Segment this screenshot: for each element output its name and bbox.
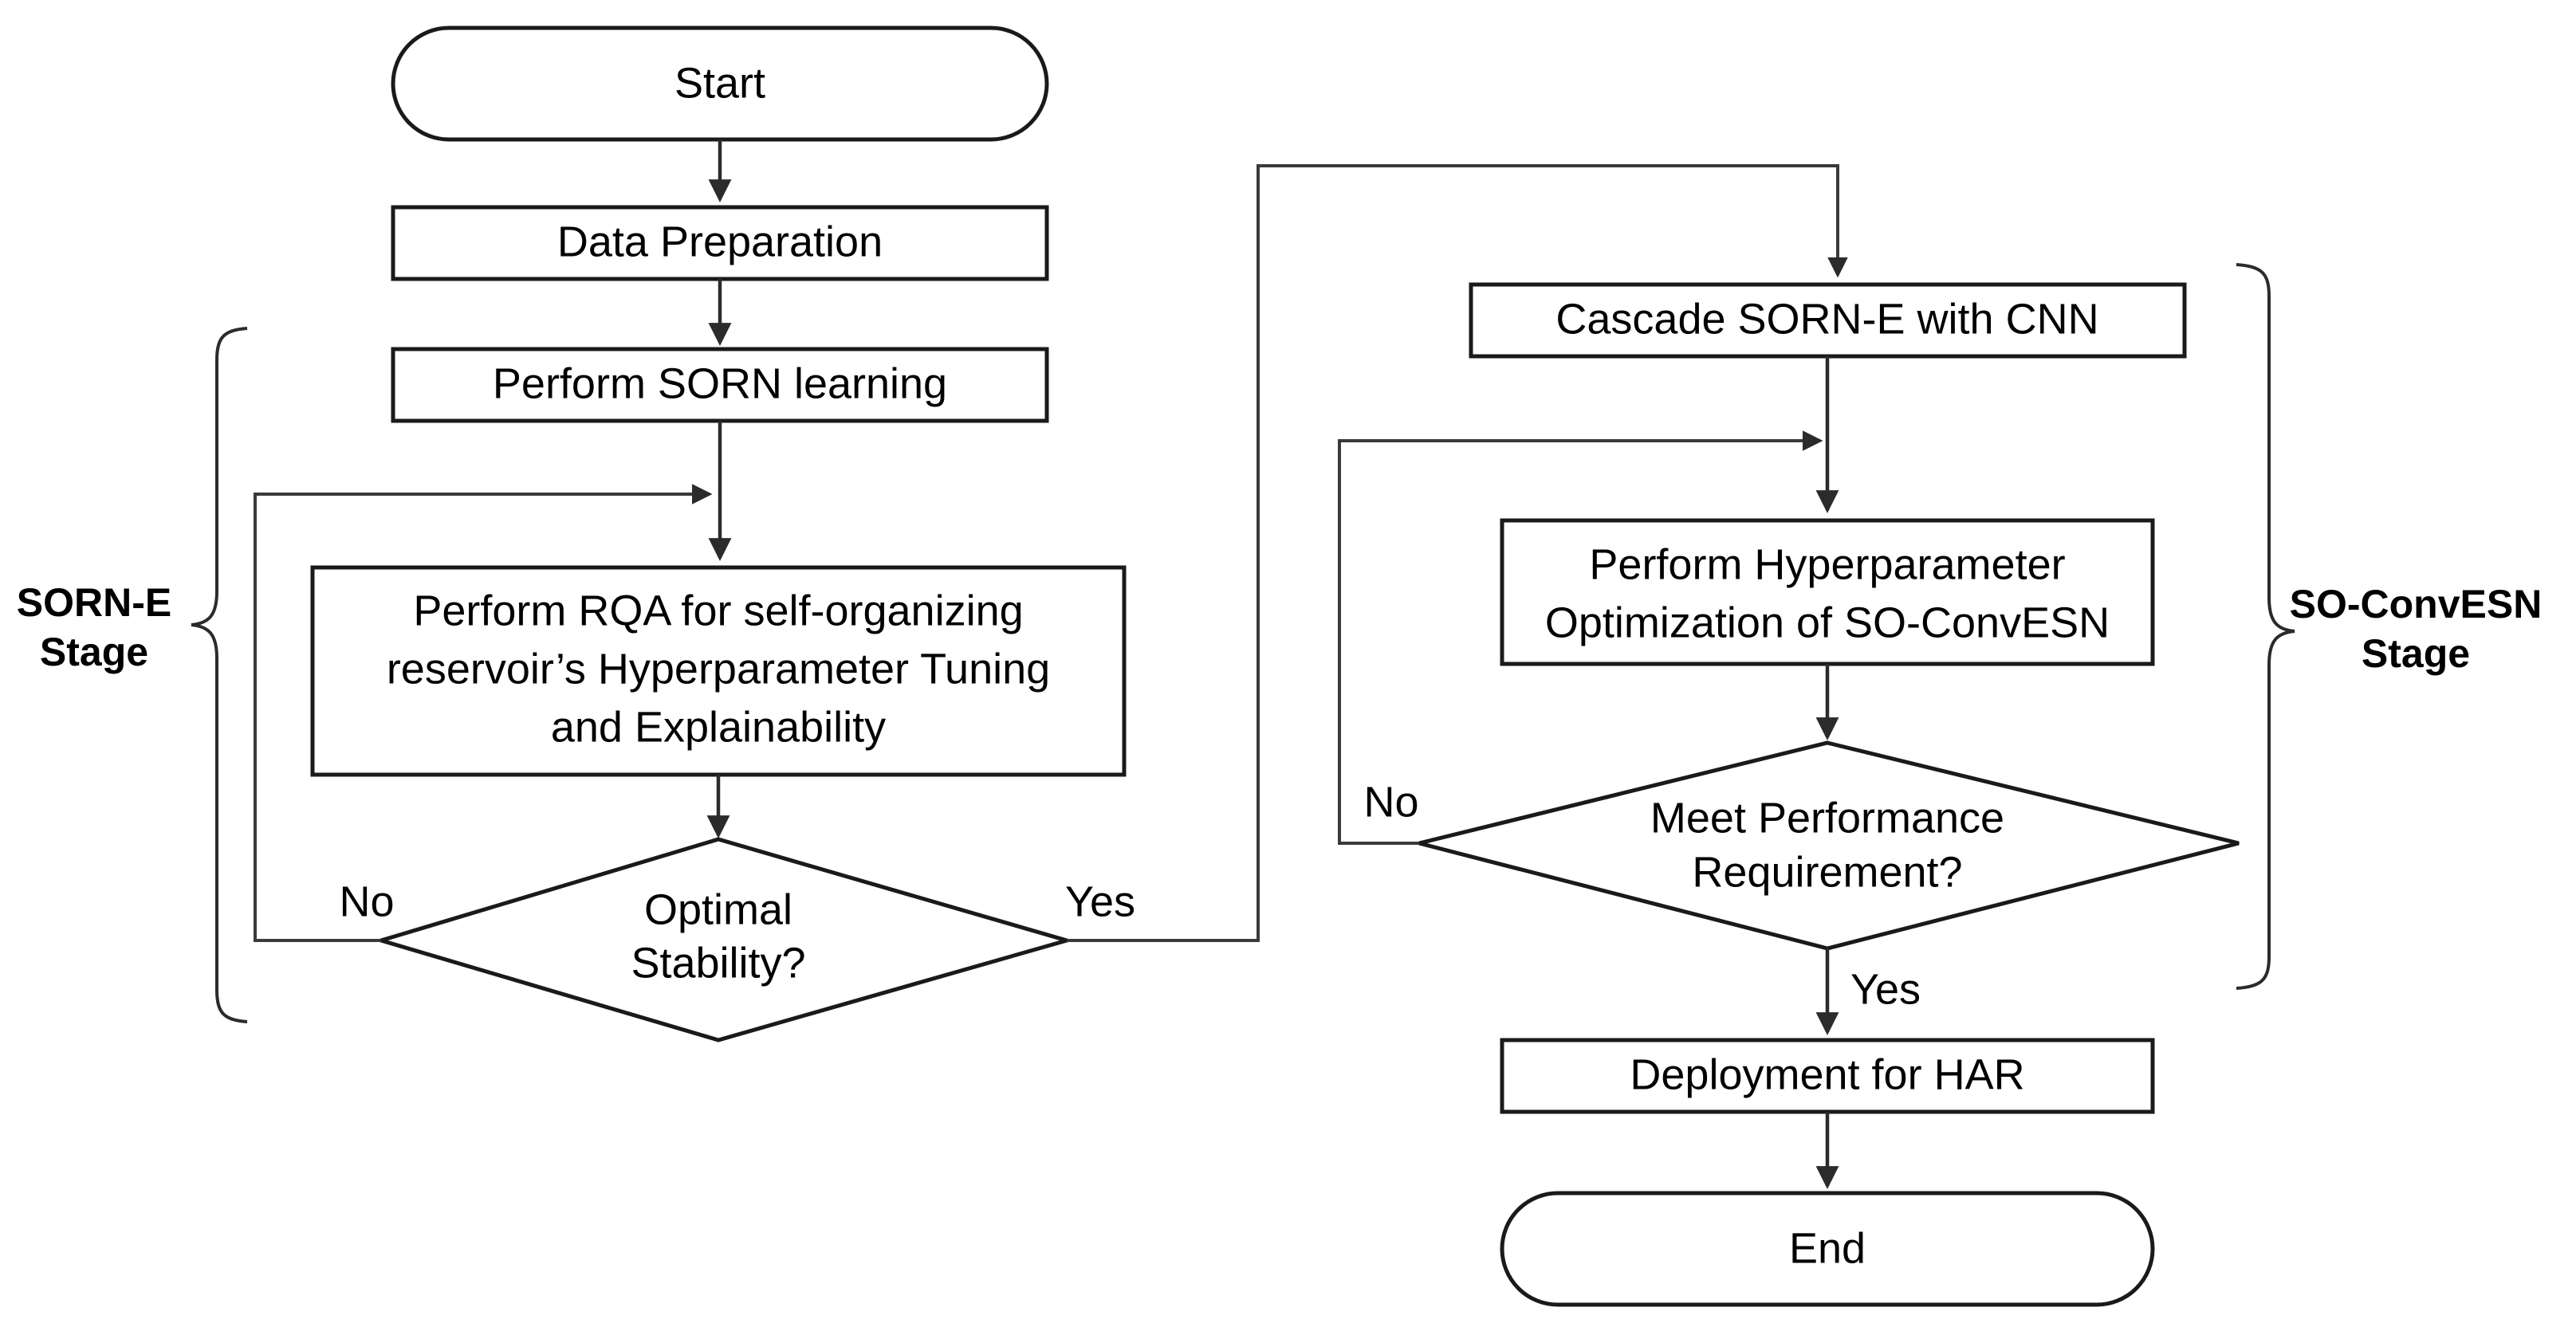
node-optimal-stability: Optimal Stability? (374, 837, 1075, 1042)
edge-label-meet-performance-no: No (1363, 778, 1418, 826)
node-meet-performance-label-line2: Requirement? (1692, 848, 1962, 896)
node-deployment-har: Deployment for HAR (1500, 1038, 2155, 1114)
node-deployment-har-label: Deployment for HAR (1630, 1050, 2024, 1098)
node-meet-performance-label-line1: Meet Performance (1650, 794, 2004, 842)
stage-label-so-convesn-line1: SO-ConvESN (2290, 582, 2543, 626)
edge-meet-performance-no-loop (1338, 430, 1823, 845)
node-perform-rqa-label-line2: reservoir’s Hyperparameter Tuning (387, 645, 1050, 693)
node-perform-sorn-learning: Perform SORN learning (391, 347, 1049, 423)
node-perform-hyperparam-opt-label-line1: Perform Hyperparameter (1589, 540, 2065, 588)
edge-label-meet-performance-yes: Yes (1850, 965, 1921, 1013)
stage-label-sorn-e-line1: SORN-E (17, 580, 171, 625)
node-end: End (1500, 1191, 2155, 1307)
brace-so-convesn-stage (2236, 263, 2295, 990)
node-start-label: Start (674, 59, 765, 107)
stage-label-sorn-e-line2: Stage (40, 630, 148, 674)
node-perform-sorn-learning-label: Perform SORN learning (493, 359, 947, 407)
node-perform-hyperparam-opt-label-line2: Optimization of SO-ConvESN (1545, 599, 2110, 646)
node-end-label: End (1789, 1224, 1866, 1272)
edge-optimal-stability-no-loop (254, 484, 713, 942)
node-data-preparation-label: Data Preparation (557, 218, 883, 265)
edge-optimal-stability-yes-to-cascade (1067, 164, 1848, 942)
node-optimal-stability-label-line1: Optimal (644, 885, 792, 933)
node-meet-performance: Meet Performance Requirement? (1418, 740, 2240, 951)
node-perform-hyperparam-opt: Perform Hyperparameter Optimization of S… (1500, 518, 2155, 666)
node-perform-rqa: Perform RQA for self-organizing reservoi… (310, 565, 1127, 777)
node-perform-rqa-label-line3: and Explainability (551, 703, 886, 751)
node-cascade-sorne-cnn-label: Cascade SORN-E with CNN (1555, 295, 2098, 343)
node-cascade-sorne-cnn: Cascade SORN-E with CNN (1469, 282, 2187, 359)
edge-label-optimal-stability-yes: Yes (1065, 877, 1135, 925)
node-optimal-stability-label-line2: Stability? (631, 939, 805, 987)
edge-label-optimal-stability-no: No (339, 877, 394, 925)
brace-sorn-e-stage (191, 327, 248, 1023)
node-perform-rqa-label-line1: Perform RQA for self-organizing (413, 587, 1023, 634)
node-data-preparation: Data Preparation (391, 205, 1049, 281)
node-start: Start (391, 26, 1049, 142)
stage-label-so-convesn-line2: Stage (2362, 631, 2470, 676)
